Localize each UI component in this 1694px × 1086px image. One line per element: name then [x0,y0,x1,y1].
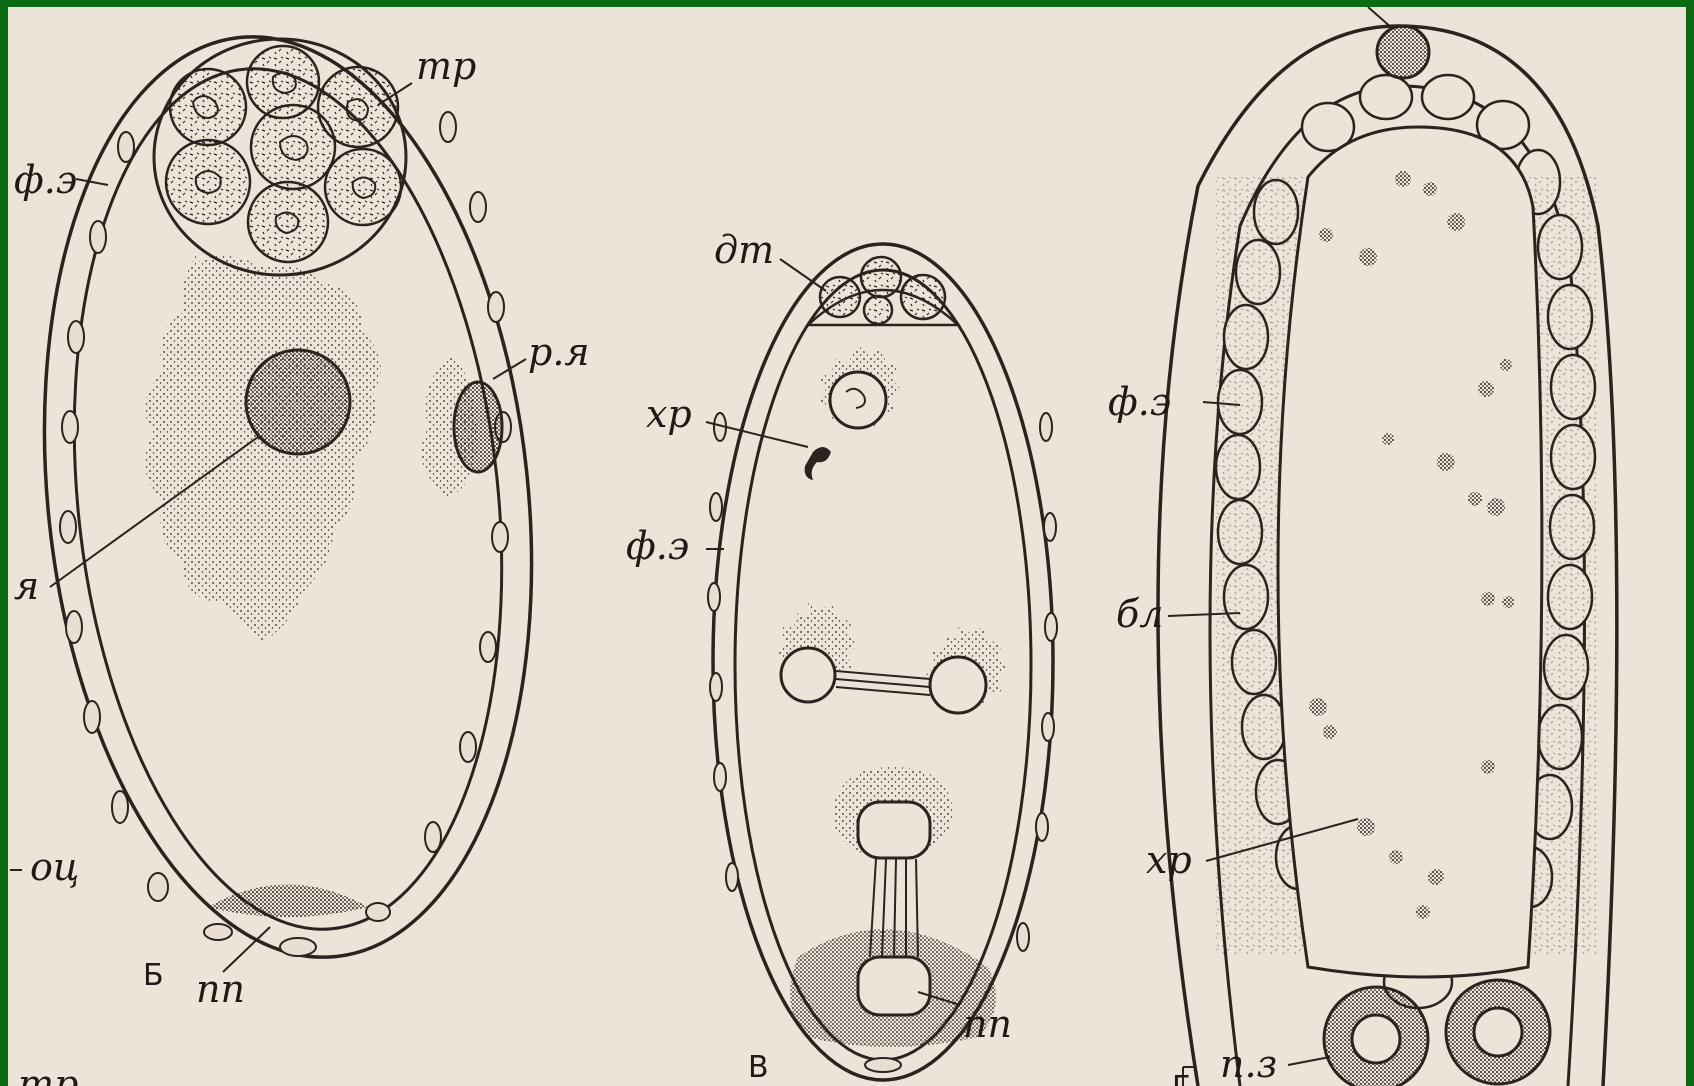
panel-g: ф.э бл хр п.з Г [1108,7,1617,1086]
figure-sheet: тр ф.э р.я я оц пп тр Б [8,7,1686,1086]
panel-v-dividing-pair [776,602,1008,713]
label-pp-v: пп [963,1002,1012,1046]
label-fe-v: ф.э [626,524,689,568]
label-tr: тр [416,44,476,88]
label-ya: я [14,564,39,608]
panel-b: тр ф.э р.я я оц пп тр Б [8,12,590,1086]
label-tr-bottom: тр [18,1062,78,1086]
panel-g-yolk-boundary [1278,127,1542,977]
label-oc: оц [30,845,79,889]
label-bl: бл [1116,592,1163,636]
panel-b-oocyte-nucleus [246,350,350,454]
panel-b-side-nucleus [421,357,502,497]
label-fe-g: ф.э [1108,380,1171,424]
panel-v-upper-nucleus [805,345,902,480]
egg-development-diagram: тр ф.э р.я я оц пп тр Б [8,7,1686,1086]
panel-v-dorsal-cells [808,257,958,325]
panel-b-ooplasm-dotted [145,252,381,642]
label-khr-g: хр [1146,838,1192,882]
panel-v-caption: В [748,1050,769,1085]
label-dt: дт [714,228,774,272]
panel-b-nurse-cells [154,39,406,275]
label-rya: р.я [528,330,590,374]
panel-v: дт хр ф.э пп В [626,228,1057,1085]
panel-b-caption: Б [143,958,164,993]
label-pp-b: пп [196,967,245,1011]
panel-g-caption: Г [1172,1070,1190,1086]
label-pz: п.з [1220,1042,1277,1086]
label-fe-b: ф.э [14,158,77,202]
label-khr-v: хр [646,392,692,436]
